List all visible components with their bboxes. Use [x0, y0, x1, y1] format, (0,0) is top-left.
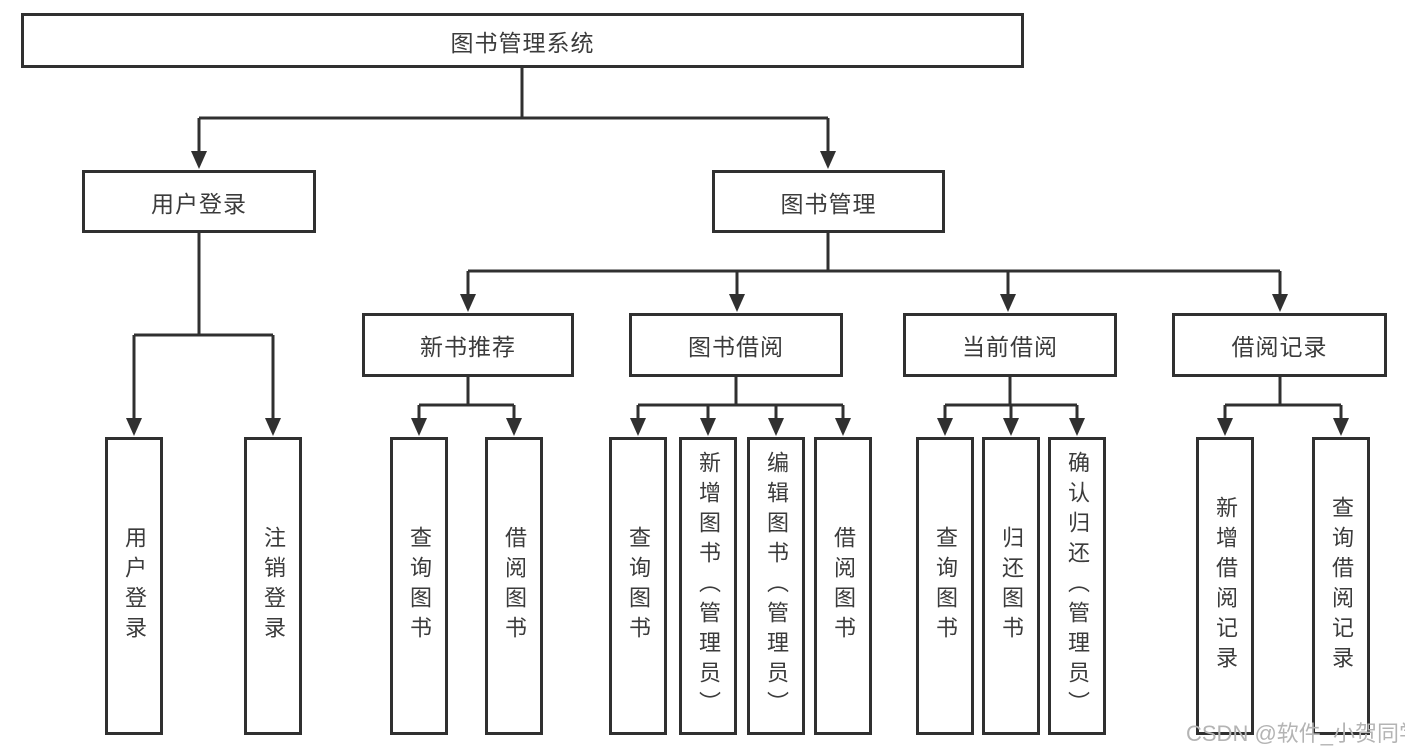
node-label: 新书推荐 — [420, 334, 516, 360]
leaf-label: 编辑图书（管理员） — [764, 451, 789, 721]
node-current-borrowing: 当前借阅 — [903, 313, 1117, 377]
leaf-label: 归还图书 — [999, 526, 1024, 646]
node-label: 图书管理系统 — [450, 29, 595, 56]
leaf-borrow-book-under-recommendation: 借阅图书 — [485, 437, 543, 735]
node-label: 借阅记录 — [1231, 334, 1328, 360]
leaf-confirm-return-admin: 确认归还（管理员） — [1048, 437, 1106, 735]
leaf-label: 借阅图书 — [831, 526, 856, 646]
leaf-query-book-under-recommendation: 查询图书 — [390, 437, 448, 735]
leaf-label: 查询图书 — [626, 526, 651, 646]
leaf-label: 新增借阅记录 — [1213, 496, 1238, 676]
node-label: 用户登录 — [151, 190, 247, 217]
node-book-borrowing: 图书借阅 — [629, 313, 843, 377]
connector-book-mgmt-to-level3 — [460, 233, 1288, 312]
leaf-add-borrow-record: 新增借阅记录 — [1196, 437, 1254, 735]
node-new-book-recommendation: 新书推荐 — [362, 313, 574, 377]
leaf-label: 借阅图书 — [502, 526, 527, 646]
node-label: 图书借阅 — [688, 334, 784, 360]
node-borrowing-records: 借阅记录 — [1172, 313, 1387, 377]
leaf-add-book-admin: 新增图书（管理员） — [679, 437, 737, 735]
node-label: 图书管理 — [780, 190, 877, 217]
leaf-query-book-under-current: 查询图书 — [916, 437, 974, 735]
connector-borrow-to-leaves — [630, 377, 851, 436]
node-label: 当前借阅 — [962, 334, 1058, 360]
leaf-label: 新增图书（管理员） — [696, 451, 721, 721]
node-book-management: 图书管理 — [712, 170, 945, 233]
leaf-label: 查询借阅记录 — [1329, 496, 1354, 676]
leaf-query-borrow-record: 查询借阅记录 — [1312, 437, 1370, 735]
leaf-label: 用户登录 — [122, 526, 147, 646]
csdn-watermark: CSDN @软件_小贺同学 — [1186, 721, 1405, 746]
connector-new-rec-to-leaves — [411, 377, 522, 436]
node-user-login: 用户登录 — [82, 170, 316, 233]
connector-user-login-to-leaves — [126, 233, 281, 436]
leaf-label: 注销登录 — [261, 526, 286, 646]
leaf-return-book: 归还图书 — [982, 437, 1040, 735]
connector-root-to-level2 — [191, 68, 836, 169]
node-library-management-system: 图书管理系统 — [21, 13, 1024, 68]
leaf-label: 确认归还（管理员） — [1065, 451, 1090, 721]
connector-current-to-leaves — [937, 377, 1085, 436]
leaf-user-login: 用户登录 — [105, 437, 163, 735]
leaf-edit-book-admin: 编辑图书（管理员） — [747, 437, 805, 735]
leaf-logout: 注销登录 — [244, 437, 302, 735]
leaf-label: 查询图书 — [407, 526, 432, 646]
leaf-borrow-book-under-borrowing: 借阅图书 — [814, 437, 872, 735]
connector-record-to-leaves — [1217, 377, 1349, 436]
leaf-label: 查询图书 — [933, 526, 958, 646]
leaf-query-book-under-borrowing: 查询图书 — [609, 437, 667, 735]
